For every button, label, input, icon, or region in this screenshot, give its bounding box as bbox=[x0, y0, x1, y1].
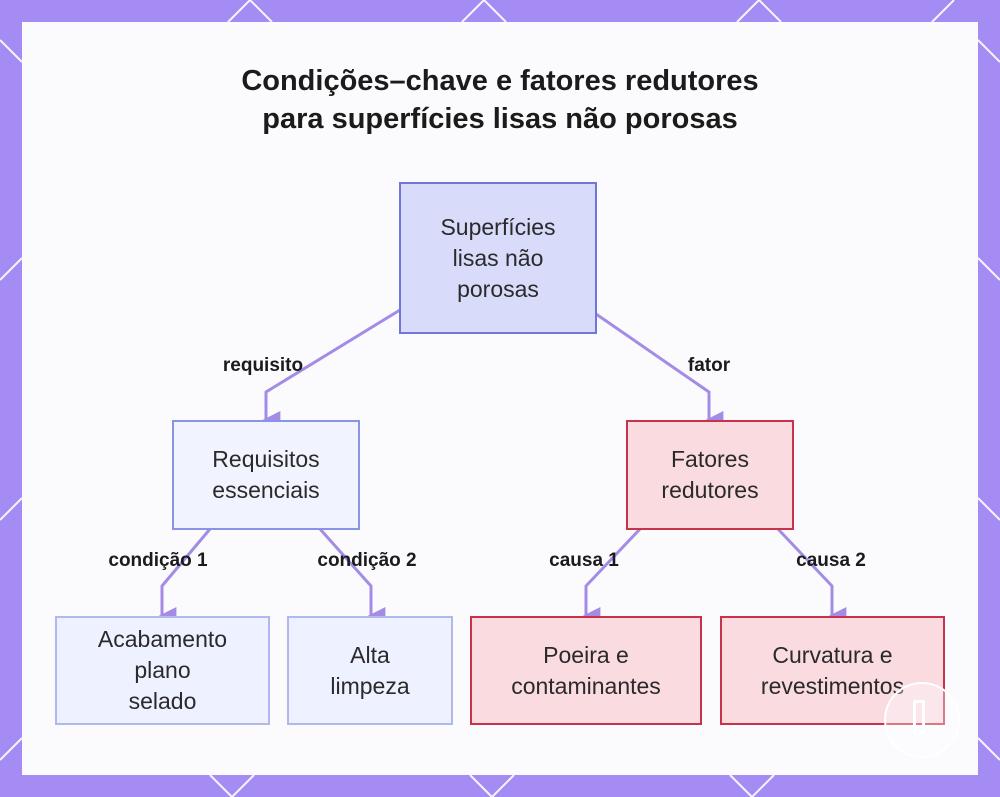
node-cleanliness: Alta limpeza bbox=[287, 616, 453, 725]
node-finish-line: selado bbox=[128, 688, 197, 714]
diagram-title: Condições–chave e fatores redutores para… bbox=[0, 62, 1000, 138]
node-requirements-line: Requisitos bbox=[212, 446, 320, 472]
edge-condicao-1 bbox=[158, 528, 212, 625]
node-reducers-line: redutores bbox=[661, 477, 759, 503]
edge-label-fator: fator bbox=[687, 355, 731, 376]
node-finish: Acabamento plano selado bbox=[55, 616, 270, 725]
node-dust-line: Poeira e bbox=[543, 641, 629, 668]
node-finish-line: Acabamento bbox=[97, 626, 228, 652]
edge-condicao-2 bbox=[318, 527, 386, 625]
node-curvature-line: Curvatura e bbox=[772, 641, 893, 668]
title-line-2: para superfícies lisas não porosas bbox=[262, 103, 738, 135]
edge-requisito bbox=[262, 308, 401, 429]
node-requirements: Requisitos essenciais bbox=[172, 420, 360, 530]
watermark-logo-mark-icon bbox=[913, 700, 925, 734]
edge-causa-2 bbox=[776, 527, 847, 625]
node-cleanliness-line: Alta bbox=[350, 641, 390, 668]
edge-causa-1 bbox=[582, 527, 642, 625]
node-dust-line: contaminantes bbox=[511, 672, 661, 699]
node-dust: Poeira e contaminantes bbox=[470, 616, 702, 725]
node-finish-line: plano bbox=[134, 657, 191, 683]
title-line-1: Condições–chave e fatores redutores bbox=[241, 65, 759, 97]
edge-label-condicao-2: condição 2 bbox=[317, 550, 417, 571]
node-reducers-line: Fatores bbox=[671, 446, 749, 472]
edge-fator bbox=[595, 312, 724, 429]
edge-label-causa-2: causa 2 bbox=[796, 550, 866, 571]
node-root-line: Superfícies bbox=[440, 213, 556, 240]
edge-label-requisito: requisito bbox=[222, 355, 304, 376]
node-cleanliness-line: limpeza bbox=[330, 672, 410, 699]
edge-label-causa-1: causa 1 bbox=[549, 550, 619, 571]
node-reducers: Fatores redutores bbox=[626, 420, 794, 530]
edge-label-condicao-1: condição 1 bbox=[108, 550, 208, 571]
node-requirements-line: essenciais bbox=[212, 477, 320, 503]
node-root: Superfícies lisas não porosas bbox=[399, 182, 597, 334]
node-root-line: porosas bbox=[457, 275, 539, 302]
node-root-line: lisas não bbox=[452, 244, 544, 271]
node-curvature-line: revestimentos bbox=[760, 672, 905, 699]
